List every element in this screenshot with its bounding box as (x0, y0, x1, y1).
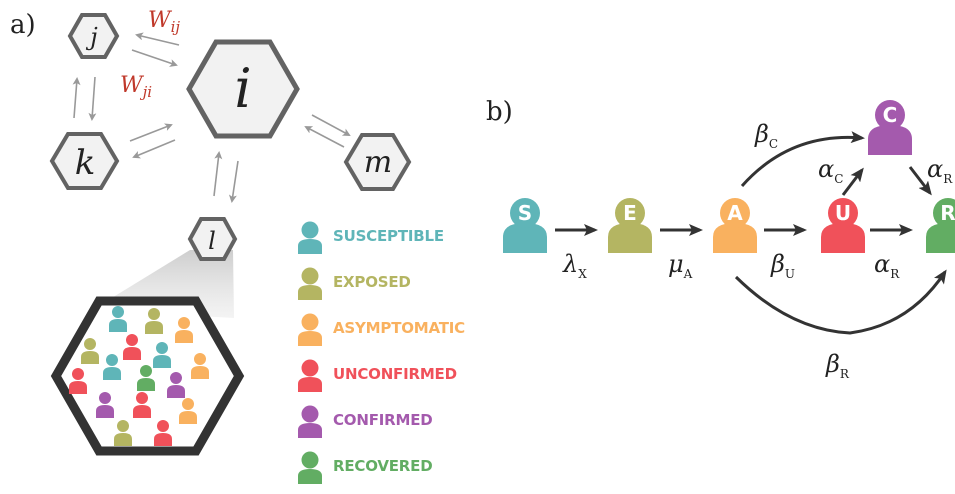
panel-a-label: a) (10, 10, 36, 40)
panel-a: i j k l m Wij Wji (49, 8, 412, 456)
compartment-letter: U (835, 201, 851, 225)
person-icon (109, 306, 127, 332)
person-icon (298, 221, 322, 254)
rate-lambda-x: λX (562, 250, 587, 281)
compartment-e: E (608, 198, 652, 253)
epidemic-model-figure: i j k l m Wij Wji S E A U C R (49, 8, 955, 456)
legend-item-susceptible: SUSCEPTIBLE (296, 218, 466, 264)
rate-labels: λX μA βU αR βC αC αR βR (562, 120, 953, 381)
node-m-label: m (364, 145, 392, 180)
legend-item-unconfirmed: UNCONFIRMED (296, 356, 466, 402)
rate-alpha-r-low: αR (874, 250, 900, 281)
node-i-label: i (234, 57, 251, 120)
person-icon (81, 338, 99, 364)
rate-beta-r: βR (825, 350, 850, 381)
legend-label: EXPOSED (333, 273, 411, 291)
person-icon (191, 353, 209, 379)
person-icon (69, 368, 87, 394)
weight-wij: Wij (148, 8, 180, 36)
legend-item-exposed: EXPOSED (296, 264, 466, 310)
compartment-s: S (503, 198, 547, 253)
person-icon (133, 392, 151, 418)
compartment-letter: C (883, 103, 898, 127)
node-j: j (67, 13, 120, 59)
person-icon (154, 420, 172, 446)
person-icon (123, 334, 141, 360)
flow-arrows (555, 131, 947, 335)
weight-wji: Wji (120, 73, 152, 101)
node-m: m (343, 133, 412, 191)
person-icon (103, 354, 121, 380)
person-icon (96, 392, 114, 418)
node-k: k (49, 132, 120, 190)
rate-mu-a: μA (668, 250, 693, 281)
node-l: l (187, 217, 238, 261)
legend-item-confirmed: CONFIRMED (296, 402, 466, 448)
person-icon (298, 405, 322, 438)
person-icon (137, 365, 155, 391)
node-l-label: l (208, 227, 216, 255)
compartment-u: U (821, 198, 865, 253)
network-edges (72, 32, 351, 203)
compartments: S E A U C R (503, 100, 955, 253)
compartment-letter: A (727, 201, 743, 225)
node-i: i (186, 39, 300, 139)
person-icon (153, 342, 171, 368)
rate-beta-u: βU (770, 250, 795, 281)
compartment-letter: E (623, 201, 637, 225)
legend-label: CONFIRMED (333, 411, 433, 429)
person-icon (114, 420, 132, 446)
compartment-r: R (926, 198, 955, 253)
person-icon (298, 267, 322, 300)
person-icon (145, 308, 163, 334)
legend-label: SUSCEPTIBLE (333, 227, 444, 245)
rate-alpha-c: αC (818, 155, 843, 186)
compartment-letter: S (518, 201, 532, 225)
compartment-a: A (713, 198, 757, 253)
legend-item-recovered: RECOVERED (296, 448, 466, 494)
node-k-label: k (75, 143, 96, 183)
rate-alpha-r-high: αR (927, 155, 953, 186)
person-icon (179, 398, 197, 424)
rate-beta-c: βC (754, 120, 778, 151)
compartment-letter: R (940, 201, 955, 225)
legend-item-asymptomatic: ASYMPTOMATIC (296, 310, 466, 356)
person-icon (167, 372, 185, 398)
legend-label: UNCONFIRMED (333, 365, 457, 383)
person-icon (298, 359, 322, 392)
legend: SUSCEPTIBLE EXPOSED ASYMPTOMATIC UNCONFI… (296, 218, 466, 494)
compartment-c: C (868, 100, 912, 155)
panel-b: S E A U C R λX μA βU αR βC αC αR βR (503, 100, 955, 381)
legend-label: RECOVERED (333, 457, 433, 475)
legend-label: ASYMPTOMATIC (333, 319, 465, 337)
person-icon (298, 313, 322, 346)
population-crowd (69, 306, 209, 446)
panel-b-label: b) (486, 97, 513, 127)
person-icon (175, 317, 193, 343)
